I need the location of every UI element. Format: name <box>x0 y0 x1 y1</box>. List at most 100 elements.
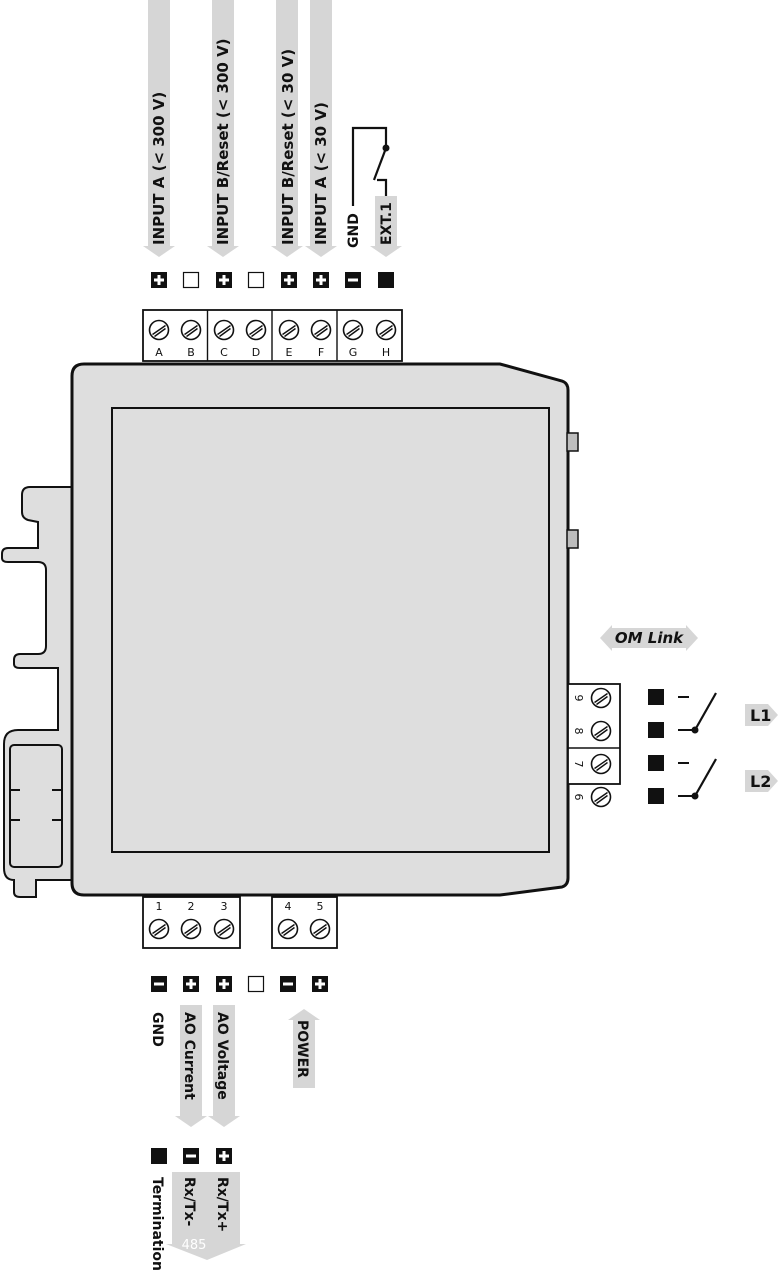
plus-icon <box>312 976 328 992</box>
terminal-9-screw-icon[interactable] <box>590 687 612 709</box>
empty-square-icon <box>247 975 265 993</box>
din-rail-clip <box>0 486 73 898</box>
bottom-polarity-markers <box>151 975 328 993</box>
terminal-8-screw-icon[interactable] <box>590 720 612 742</box>
input-arrow-a-300v <box>143 0 175 257</box>
terminal-label-b: B <box>187 346 195 359</box>
terminal-d-screw-icon[interactable] <box>245 319 267 341</box>
terminal-label-2: 2 <box>188 900 195 913</box>
terminal-c-screw-icon[interactable] <box>213 319 235 341</box>
plus-icon <box>151 272 167 288</box>
input-arrow-b-30v <box>271 0 303 257</box>
label-termination: Termination <box>149 1177 165 1271</box>
terminal-label-5: 5 <box>317 900 324 913</box>
input-arrow-b-300v <box>207 0 239 257</box>
plus-icon <box>313 272 329 288</box>
terminal-6-screw-icon[interactable] <box>590 786 612 808</box>
terminal-e-screw-icon[interactable] <box>278 319 300 341</box>
top-input-arrows <box>143 0 402 257</box>
plus-icon <box>216 1148 232 1164</box>
terminal-label-3: 3 <box>221 900 228 913</box>
label-ao-voltage: AO Voltage <box>214 1012 230 1100</box>
minus-icon <box>345 272 361 288</box>
terminal-label-g: G <box>349 346 358 359</box>
terminal-g-screw-icon[interactable] <box>342 319 364 341</box>
black-square-icon <box>648 788 664 804</box>
black-square-icon <box>648 689 664 705</box>
side-terminal-block: 9 8 7 6 <box>567 683 621 808</box>
bottom-terminal-block-power: 4 5 <box>271 896 338 949</box>
label-gnd-top: GND <box>346 213 362 248</box>
empty-square-icon <box>247 271 265 289</box>
rs485-arrow <box>166 1172 246 1260</box>
plus-icon <box>183 976 199 992</box>
relay-pivot-icon <box>691 726 699 734</box>
terminal-label-a: A <box>155 346 163 359</box>
terminal-5-screw-icon[interactable] <box>309 918 331 940</box>
terminal-label-9: 9 <box>572 695 585 702</box>
label-ext1: EXT.1 <box>379 202 395 245</box>
black-square-icon <box>151 1148 167 1164</box>
minus-icon <box>151 976 167 992</box>
black-square-icon <box>378 272 394 288</box>
label-rx-tx-plus: Rx/Tx+ <box>214 1177 230 1232</box>
switch-pivot-icon <box>382 144 390 152</box>
label-input-a-300v: INPUT A (< 300 V) <box>150 92 168 245</box>
terminal-label-f: F <box>318 346 324 359</box>
label-power: POWER <box>294 1020 310 1078</box>
terminal-2-screw-icon[interactable] <box>180 918 202 940</box>
empty-square-icon <box>182 271 200 289</box>
minus-icon <box>183 1148 199 1164</box>
plus-icon <box>216 976 232 992</box>
terminal-label-7: 7 <box>572 761 585 768</box>
relay-l2-label: L2 <box>750 772 771 791</box>
rs485-markers <box>151 1148 232 1164</box>
relay-l1-label: L1 <box>750 706 771 725</box>
terminal-7-screw-icon[interactable] <box>590 753 612 775</box>
bottom-arrows <box>166 1005 320 1260</box>
input-arrow-ext1 <box>370 196 402 257</box>
om-link-label: OM Link <box>615 629 684 647</box>
terminal-label-h: H <box>382 346 390 359</box>
relay-l1-arrow <box>745 704 778 726</box>
terminal-f-screw-icon[interactable] <box>310 319 332 341</box>
top-polarity-markers <box>151 271 394 289</box>
ao-current-arrow <box>175 1005 207 1127</box>
terminal-a-screw-icon[interactable] <box>148 319 170 341</box>
terminal-b-screw-icon[interactable] <box>180 319 202 341</box>
relay-l1 <box>648 689 717 738</box>
terminal-label-6: 6 <box>572 794 585 801</box>
label-input-a-30v: INPUT A (< 30 V) <box>312 102 330 245</box>
external-switch <box>351 126 388 206</box>
relay-l2 <box>648 755 717 804</box>
label-input-b-reset-300v: INPUT B/Reset (< 300 V) <box>214 38 232 245</box>
terminal-4-screw-icon[interactable] <box>277 918 299 940</box>
terminal-h-screw-icon[interactable] <box>375 319 397 341</box>
terminal-1-screw-icon[interactable] <box>148 918 170 940</box>
om-link-arrow <box>600 625 698 651</box>
black-square-icon <box>648 755 664 771</box>
minus-icon <box>280 976 296 992</box>
terminal-label-d: D <box>252 346 260 359</box>
power-arrow <box>288 1009 320 1088</box>
side-led-2 <box>566 529 579 549</box>
terminal-label-1: 1 <box>156 900 163 913</box>
input-arrow-a-30v <box>305 0 337 257</box>
terminal-label-8: 8 <box>572 728 585 735</box>
black-square-icon <box>648 722 664 738</box>
label-rx-tx-minus: Rx/Tx- <box>181 1177 197 1227</box>
label-input-b-reset-30v: INPUT B/Reset (< 30 V) <box>279 49 297 245</box>
top-terminal-block: A B C D E F G H <box>142 309 403 362</box>
plus-icon <box>216 272 232 288</box>
terminal-label-c: C <box>220 346 228 359</box>
ao-voltage-arrow <box>208 1005 240 1127</box>
label-gnd-bottom: GND <box>149 1012 165 1047</box>
terminal-label-e: E <box>286 346 293 359</box>
plus-icon <box>281 272 297 288</box>
terminal-3-screw-icon[interactable] <box>213 918 235 940</box>
label-ao-current: AO Current <box>181 1012 197 1100</box>
relay-pivot-icon <box>691 792 699 800</box>
side-led-1 <box>566 432 579 452</box>
rs485-tag: 485 <box>182 1238 207 1253</box>
